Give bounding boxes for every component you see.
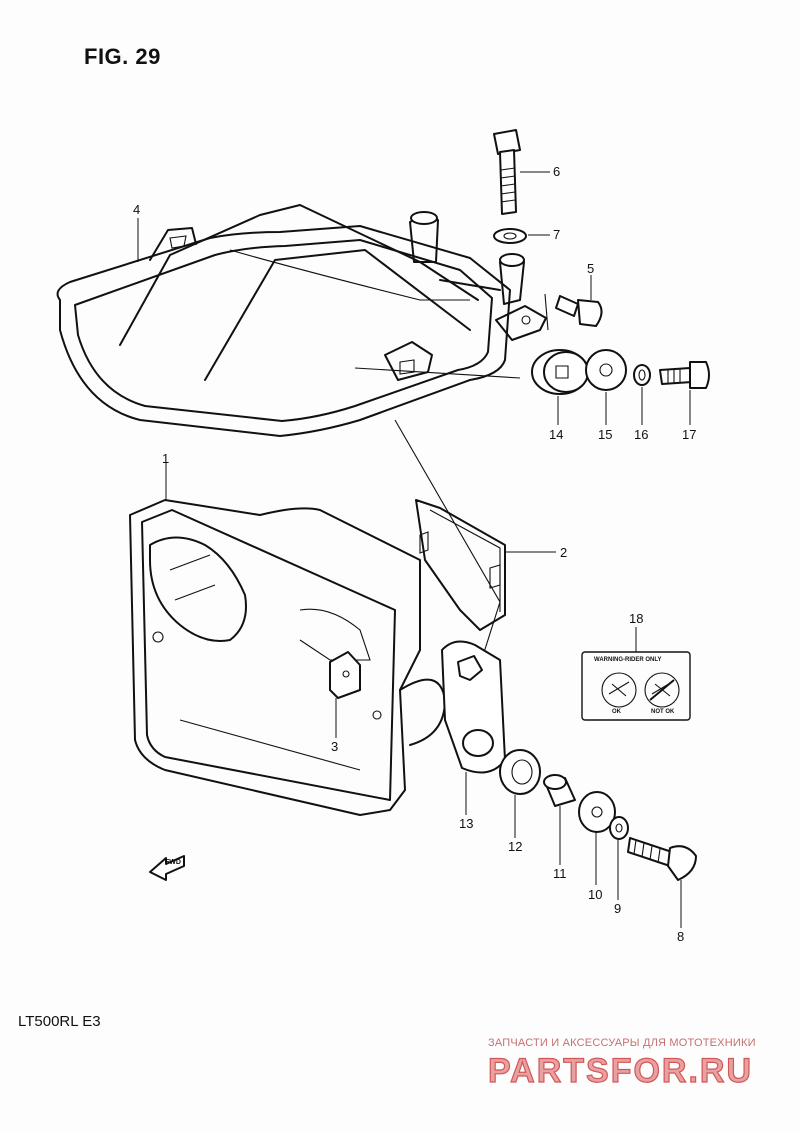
bolt-6-drawing	[493, 129, 521, 215]
callout-13: 13	[459, 816, 474, 831]
callout-5: 5	[587, 261, 595, 276]
decal-ok-caption: OK	[612, 709, 621, 715]
stay-13-drawing	[441, 640, 506, 774]
bolt-8-drawing	[627, 837, 697, 881]
callout-3: 3	[331, 739, 339, 754]
washer-7-drawing	[493, 228, 527, 244]
callout-7: 7	[553, 227, 561, 242]
decal-header: WARNING-RIDER ONLY	[594, 657, 662, 663]
callout-6: 6	[553, 164, 561, 179]
washer-10-drawing	[578, 791, 616, 833]
grommet-14-drawing	[531, 349, 589, 395]
headlight-guard-drawing	[56, 204, 549, 437]
watermark-subtitle: ЗАПЧАСТИ И АКСЕССУАРЫ ДЛЯ МОТОТЕХНИКИ	[488, 1037, 756, 1049]
callout-17: 17	[682, 427, 697, 442]
fwd-label: FWD	[165, 859, 181, 866]
leader-lines	[137, 171, 691, 928]
model-code: LT500RL E3	[18, 1013, 101, 1030]
bracket-2-drawing	[415, 499, 506, 631]
bolt-17-drawing	[659, 361, 710, 389]
bolt-5-drawing	[555, 295, 603, 327]
watermark-logo-text: PARTSFOR.RU	[488, 1052, 753, 1090]
callout-14: 14	[549, 427, 564, 442]
washer-15-drawing	[585, 349, 627, 391]
washer-16-drawing	[633, 364, 651, 386]
callout-8: 8	[677, 929, 685, 944]
callout-10: 10	[588, 887, 603, 902]
figure-title: FIG. 29	[84, 44, 161, 69]
callout-18: 18	[629, 611, 644, 626]
callout-12: 12	[508, 839, 523, 854]
headlight-housing-drawing	[129, 499, 446, 816]
fwd-arrow-drawing	[149, 855, 185, 881]
watermark-logo: PARTSFOR.RU	[488, 1051, 753, 1090]
washer-9-drawing	[609, 816, 629, 840]
callout-11: 11	[553, 866, 567, 881]
callout-1: 1	[162, 451, 170, 466]
callout-4: 4	[133, 202, 141, 217]
clip-3-drawing	[329, 651, 361, 699]
decal-not-ok-caption: NOT OK	[651, 709, 675, 715]
grommet-12-drawing	[499, 749, 541, 795]
callout-9: 9	[614, 901, 622, 916]
callout-2: 2	[560, 545, 568, 560]
decal-18-drawing	[581, 651, 691, 721]
collar-11-drawing	[543, 774, 576, 807]
callout-15: 15	[598, 427, 613, 442]
callout-16: 16	[634, 427, 649, 442]
